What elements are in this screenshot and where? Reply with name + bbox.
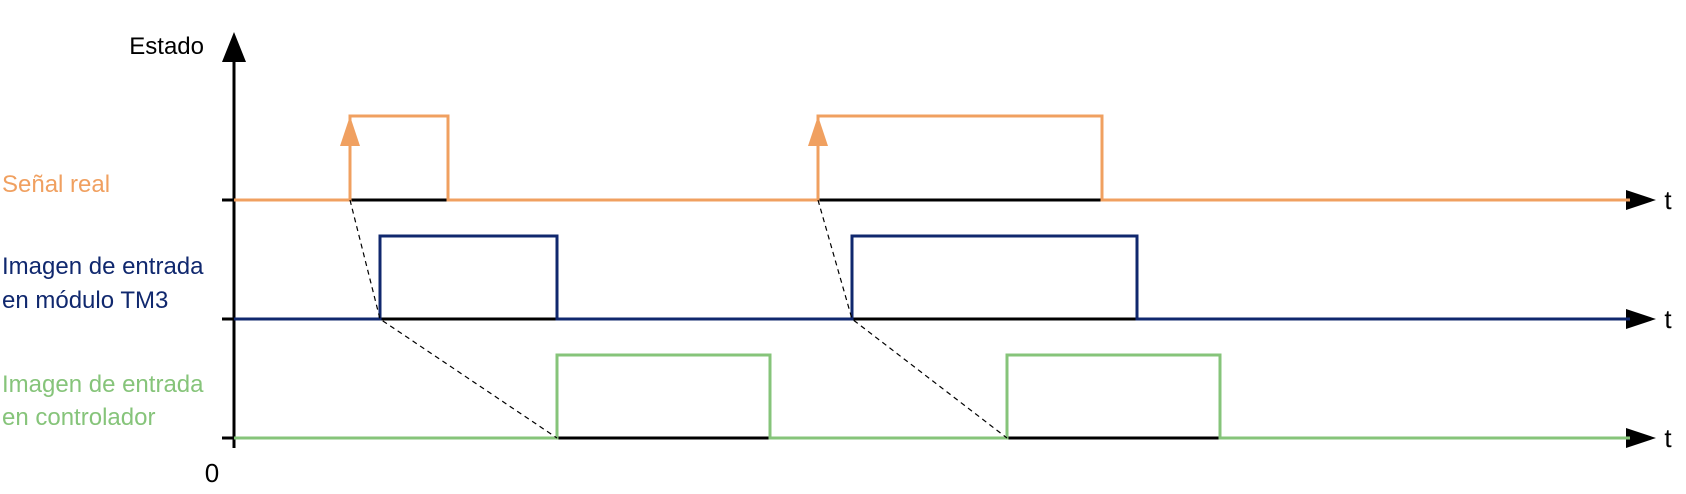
modulo-waveform bbox=[234, 234, 1630, 321]
signal-label-modulo-line2: en módulo TM3 bbox=[2, 287, 168, 314]
controlador-waveform bbox=[234, 353, 1630, 440]
time-label: t bbox=[1664, 423, 1672, 453]
y-axis-label: Estado bbox=[129, 33, 204, 60]
delay-dashed-line bbox=[817, 199, 1008, 439]
origin-label: 0 bbox=[205, 458, 219, 488]
signal-label-modulo-line1: Imagen de entrada bbox=[2, 253, 204, 280]
rising-edge-arrow-icon bbox=[808, 116, 828, 146]
rising-edge-arrow-icon bbox=[340, 116, 360, 146]
time-axis-arrow-icon bbox=[1626, 309, 1656, 329]
time-axis-arrow-icon bbox=[1626, 428, 1656, 448]
time-label: t bbox=[1664, 185, 1672, 215]
signal-label-senal-real: Señal real bbox=[2, 171, 110, 198]
y-axis-arrow-icon bbox=[222, 32, 246, 62]
senal-real-waveform bbox=[234, 114, 1630, 202]
time-axis-arrow-icon bbox=[1626, 190, 1656, 210]
time-label: t bbox=[1664, 304, 1672, 334]
signal-label-controlador-line1: Imagen de entrada bbox=[2, 371, 204, 398]
delay-dashed-line bbox=[349, 199, 558, 439]
signal-label-controlador-line2: en controlador bbox=[2, 404, 155, 431]
